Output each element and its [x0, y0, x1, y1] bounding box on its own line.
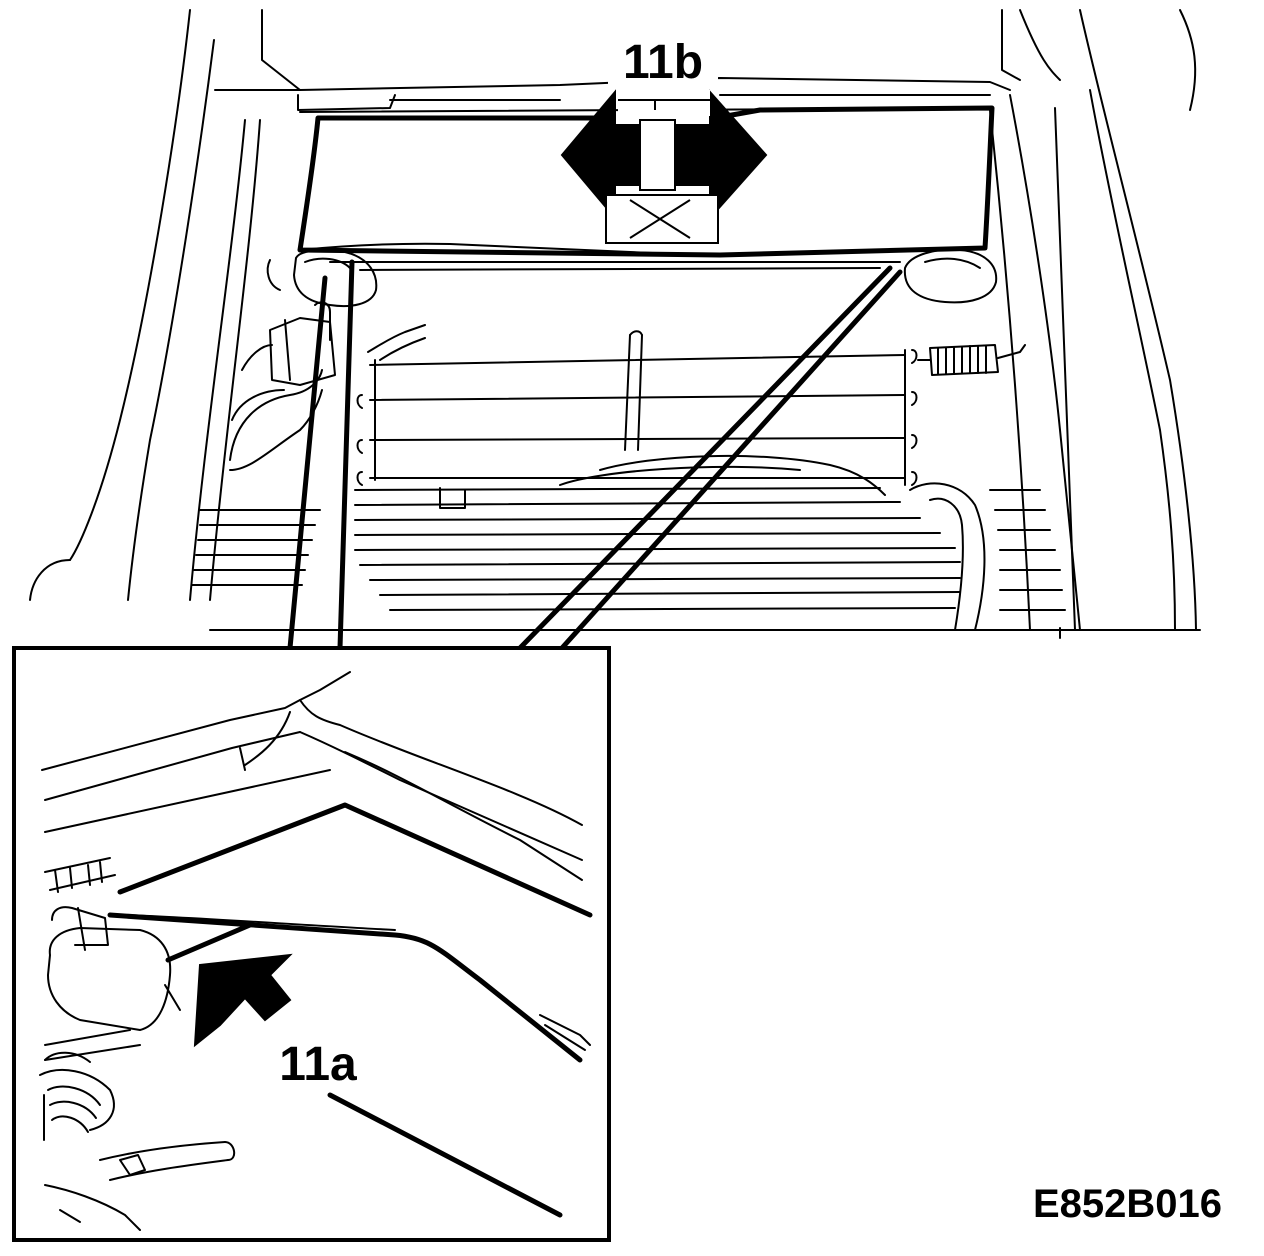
right-hose	[909, 482, 986, 631]
center-pipe	[559, 330, 886, 496]
callout-11b: 11b	[623, 36, 703, 89]
left-rubber-mount	[293, 249, 378, 308]
leader-lines	[287, 259, 903, 651]
figure-code: E852B016	[1033, 1182, 1222, 1226]
support-rods	[356, 324, 918, 486]
right-rubber-mount	[903, 248, 998, 304]
cooling-fins	[191, 487, 1066, 611]
air-filter-housing	[297, 105, 995, 271]
arrow-11b	[560, 89, 768, 244]
callout-11a: 11a	[279, 1038, 357, 1091]
inset-detail: 11a	[12, 646, 611, 1242]
fastener-cross-icon	[605, 194, 719, 244]
main-view	[29, 9, 1201, 651]
body-outline-right	[989, 9, 1197, 631]
arrow-11a	[193, 953, 293, 1048]
right-spring	[917, 344, 1026, 376]
body-outline-left	[29, 9, 301, 601]
left-bracket	[241, 259, 336, 386]
floor-lines	[209, 487, 1201, 639]
